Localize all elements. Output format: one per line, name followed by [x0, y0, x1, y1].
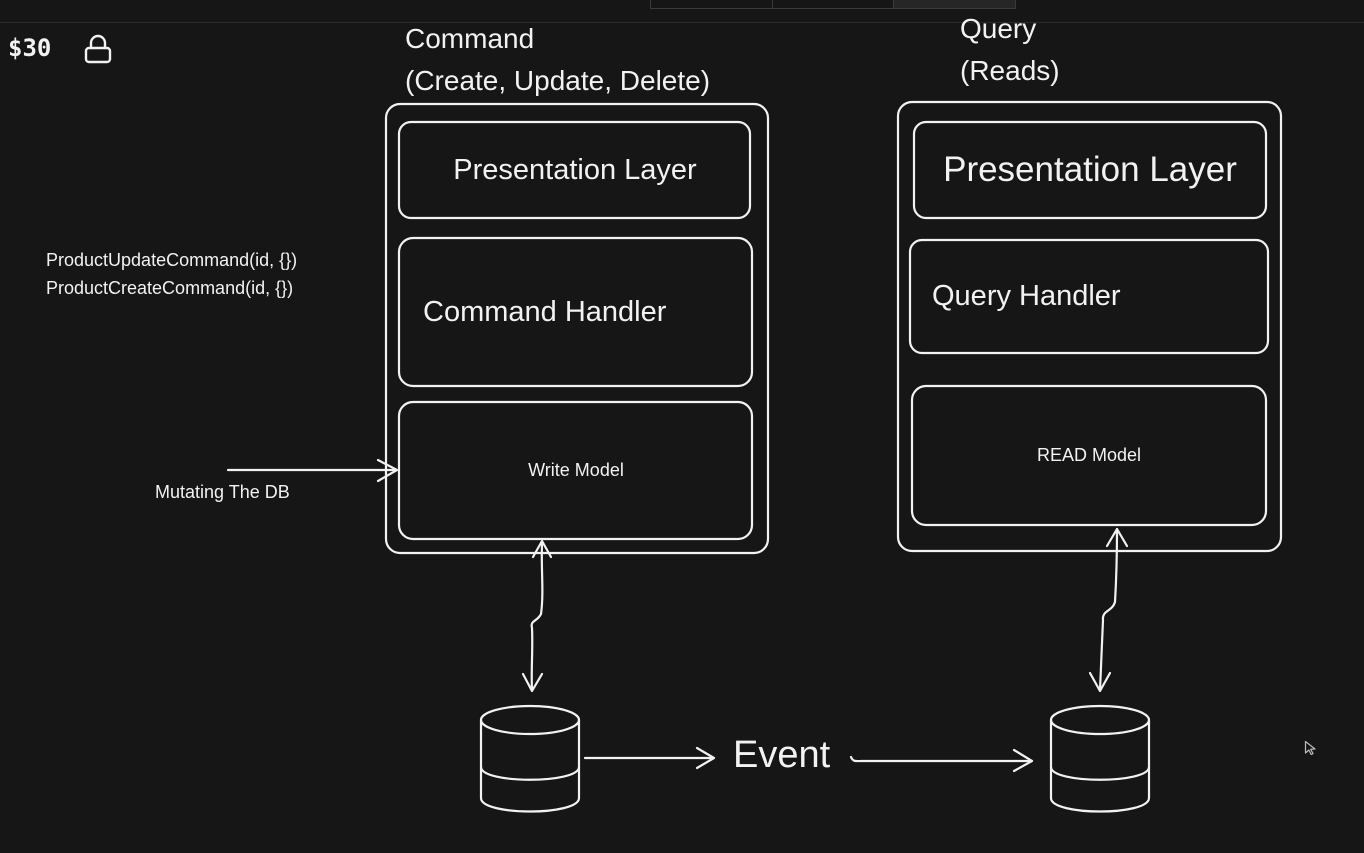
query-presentation-layer-label: Presentation Layer [943, 150, 1237, 189]
write-database-icon[interactable] [479, 704, 581, 813]
query-subtitle-line: (Reads) [960, 55, 1060, 86]
event-arrow-right[interactable] [849, 748, 1034, 773]
lock-icon[interactable] [82, 33, 114, 70]
canvas-toolbar[interactable] [650, 0, 1016, 9]
event-label: Event [733, 734, 831, 776]
read-database-icon[interactable] [1049, 704, 1151, 813]
window-top-bar [0, 0, 1364, 23]
command-side-title: Command (Create, Update, Delete) [405, 18, 710, 102]
command-side-container[interactable] [384, 102, 770, 555]
read-model-box[interactable] [910, 384, 1268, 527]
command-handler-label: Command Handler [423, 295, 667, 328]
command-title-line: Command [405, 23, 535, 54]
toolbar-segment[interactable] [773, 0, 895, 8]
toolbar-segment[interactable] [651, 0, 773, 8]
query-handler-box[interactable] [908, 238, 1270, 355]
query-side-container[interactable] [896, 100, 1283, 553]
command-subtitle-line: (Create, Update, Delete) [405, 65, 711, 96]
product-update-command-text: ProductUpdateCommand(id, {}) [46, 250, 298, 270]
command-handler-box[interactable] [397, 236, 754, 388]
mutating-db-label: Mutating The DB [155, 482, 290, 502]
query-side-title: Query (Reads) [960, 8, 1060, 92]
event-arrow-left[interactable] [583, 746, 716, 770]
command-examples: ProductUpdateCommand(id, {}) ProductCrea… [46, 246, 297, 302]
query-title-line: Query [960, 13, 1037, 44]
toolbar-segment-active[interactable] [894, 0, 1016, 8]
command-presentation-layer-label: Presentation Layer [453, 153, 697, 186]
read-db-connector-arrow[interactable] [1088, 527, 1129, 693]
price-label: $30 [8, 34, 52, 62]
mouse-cursor-icon [1304, 740, 1318, 761]
query-handler-label: Query Handler [932, 279, 1121, 312]
mutating-arrow[interactable] [226, 458, 399, 483]
write-model-label: Write Model [528, 459, 624, 480]
query-presentation-layer-box[interactable] [912, 120, 1268, 220]
command-presentation-layer-box[interactable] [397, 120, 752, 220]
product-create-command-text: ProductCreateCommand(id, {}) [46, 278, 294, 298]
write-model-box[interactable] [397, 400, 754, 541]
write-db-connector-arrow[interactable] [521, 539, 553, 693]
read-model-label: READ Model [1036, 444, 1142, 465]
